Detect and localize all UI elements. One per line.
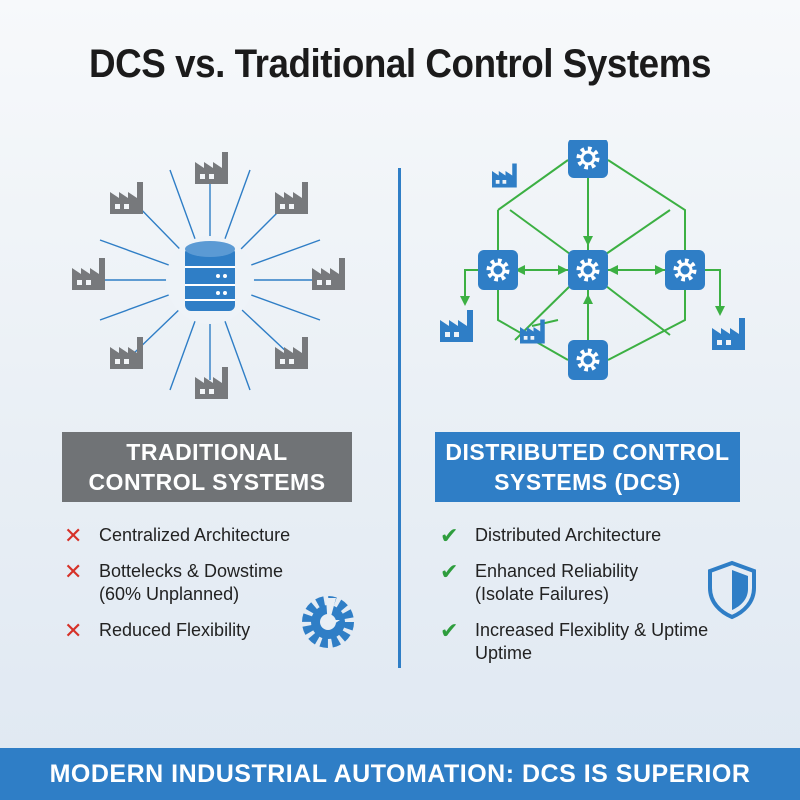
factory-icon bbox=[440, 310, 473, 342]
list-item-text: Reduced Flexibility bbox=[99, 620, 251, 640]
x-icon: ✕ bbox=[64, 618, 83, 643]
factory-icon bbox=[195, 367, 228, 399]
centralized-diagram bbox=[72, 152, 345, 399]
factory-icon bbox=[492, 163, 517, 188]
distributed-diagram bbox=[440, 140, 745, 400]
shield-icon bbox=[708, 560, 756, 620]
gear-icon bbox=[665, 250, 705, 290]
factory-icon bbox=[110, 182, 143, 214]
list-item-subtext: (60% Unplanned) bbox=[99, 584, 240, 604]
dcs-heading: DISTRIBUTED CONTROL SYSTEMS (DCS) bbox=[435, 432, 740, 502]
dcs-list: ✔ Distributed Architecture ✔ Enhanced Re… bbox=[438, 524, 768, 678]
factory-icon bbox=[275, 182, 308, 214]
gear-icon bbox=[568, 250, 608, 290]
dcs-heading-line2: SYSTEMS (DCS) bbox=[494, 469, 681, 495]
traditional-heading-line2: CONTROL SYSTEMS bbox=[88, 469, 326, 495]
check-icon: ✔ bbox=[440, 618, 459, 643]
list-item-text: Bottelecks & Dowstime bbox=[99, 561, 284, 581]
list-item-text: Centralized Architecture bbox=[99, 525, 291, 545]
x-icon: ✕ bbox=[64, 559, 83, 584]
list-item-subtext: (Isolate Failures) bbox=[475, 584, 610, 604]
database-server-icon bbox=[166, 236, 254, 324]
x-icon: ✕ bbox=[64, 523, 83, 548]
factory-icon bbox=[275, 337, 308, 369]
factory-icon bbox=[72, 258, 105, 290]
list-item-text: Enhanced Reliability bbox=[475, 561, 639, 581]
list-item-text: Increased Flexiblity & Uptime bbox=[475, 620, 709, 640]
arrow-heads bbox=[460, 236, 725, 316]
center-divider bbox=[398, 168, 401, 668]
broken-gear-icon bbox=[302, 596, 354, 648]
check-icon: ✔ bbox=[440, 559, 459, 584]
factory-icon bbox=[712, 318, 745, 350]
list-item: ✕ Centralized Architecture bbox=[62, 524, 362, 547]
list-item: ✔ Increased Flexiblity & Uptime Uptime bbox=[438, 619, 768, 665]
traditional-heading-line1: TRADITIONAL bbox=[126, 439, 288, 465]
traditional-heading: TRADITIONAL CONTROL SYSTEMS bbox=[62, 432, 352, 502]
gear-icon bbox=[478, 250, 518, 290]
list-item-subtext: Uptime bbox=[475, 643, 533, 663]
factory-icon bbox=[110, 337, 143, 369]
list-item: ✕ Bottelecks & Dowstime (60% Unplanned) bbox=[62, 560, 362, 606]
list-item: ✔ Enhanced Reliability (Isolate Failures… bbox=[438, 560, 768, 606]
page-title: DCS vs. Traditional Control Systems bbox=[89, 42, 711, 86]
gear-icon bbox=[568, 340, 608, 380]
list-item: ✔ Distributed Architecture bbox=[438, 524, 768, 547]
footer-banner: MODERN INDUSTRIAL AUTOMATION: DCS IS SUP… bbox=[0, 748, 800, 800]
gear-icon bbox=[568, 140, 608, 178]
dcs-heading-line1: DISTRIBUTED CONTROL bbox=[445, 439, 730, 465]
list-item-text: Distributed Architecture bbox=[475, 525, 662, 545]
factory-icon bbox=[312, 258, 345, 290]
list-item: ✕ Reduced Flexibility bbox=[62, 619, 362, 642]
factory-icon bbox=[195, 152, 228, 184]
check-icon: ✔ bbox=[440, 523, 459, 548]
traditional-list: ✕ Centralized Architecture ✕ Bottelecks … bbox=[62, 524, 362, 655]
